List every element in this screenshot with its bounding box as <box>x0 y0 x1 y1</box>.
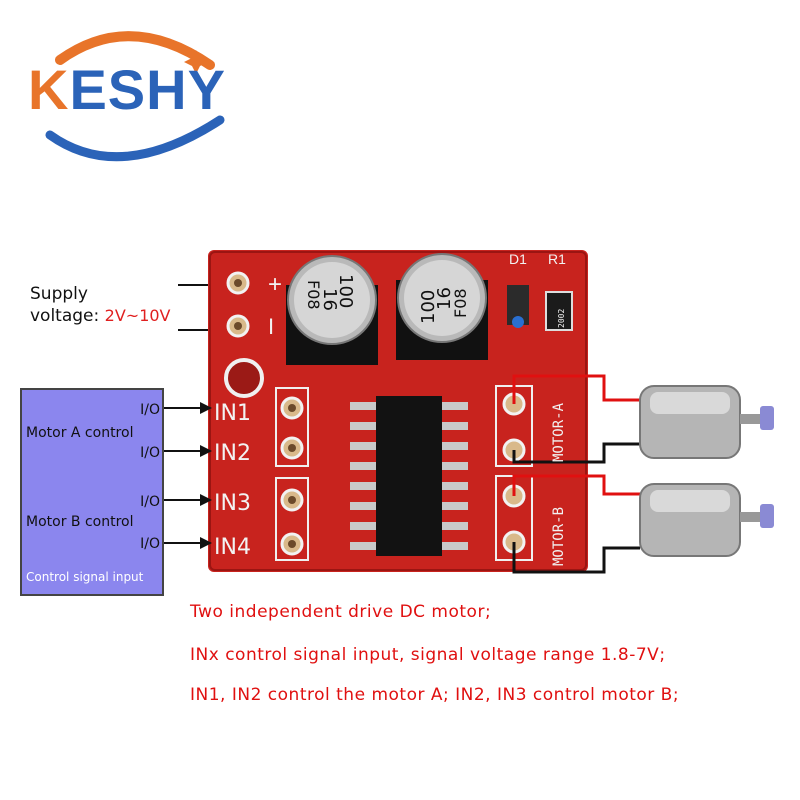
driver-chip <box>376 396 442 556</box>
svg-text:F08: F08 <box>304 280 323 310</box>
label-r1: R1 <box>548 251 566 267</box>
control-signal-box: I/O Motor A control I/O I/O Motor B cont… <box>20 388 164 596</box>
resistor-code: 2002 <box>557 309 566 328</box>
motor-b <box>639 483 774 557</box>
io-label-3: I/O <box>140 494 160 510</box>
capacitor-2 <box>396 253 488 360</box>
label-motor-b: MOTOR-B <box>551 507 567 566</box>
io-label-2: I/O <box>140 445 160 461</box>
svg-text:16: 16 <box>319 288 340 311</box>
logo-letters-rest: ESHY <box>69 58 226 121</box>
capacitor-1-marking: 100 16 F08 <box>304 274 356 311</box>
label-in2: IN2 <box>214 441 251 466</box>
supply-voltage-range: 2V~10V <box>104 306 171 325</box>
motor-wires <box>512 374 640 574</box>
supply-voltage-label: Supply voltage: 2V~10V <box>30 283 171 327</box>
io-label-4: I/O <box>140 536 160 552</box>
mounting-hole <box>224 358 264 398</box>
logo-swoosh <box>45 31 225 162</box>
supply-label-line1: Supply <box>30 284 88 304</box>
label-plus: + <box>268 271 282 298</box>
svg-text:100: 100 <box>418 290 439 324</box>
capacitor-2-marking: 100 16 F08 <box>418 287 470 324</box>
chip-legs <box>350 402 468 550</box>
motor-a <box>639 385 774 459</box>
resistor-r1 <box>545 291 573 331</box>
logo-letter-k: K <box>28 58 70 121</box>
motor-a-control-label: Motor A control <box>26 425 134 441</box>
note-line-1: Two independent drive DC motor; <box>190 602 492 622</box>
label-in4: IN4 <box>214 535 251 560</box>
label-motor-a: MOTOR-A <box>551 402 567 462</box>
supply-label-line2: voltage: <box>30 306 100 326</box>
io-label-1: I/O <box>140 402 160 418</box>
svg-text:16: 16 <box>434 287 455 310</box>
svg-text:F08: F08 <box>451 288 470 318</box>
diode-d1 <box>507 285 529 325</box>
motor-b-control-label: Motor B control <box>26 514 134 530</box>
note-line-2: INx control signal input, signal voltage… <box>190 645 666 665</box>
note-line-3: IN1, IN2 control the motor A; IN2, IN3 c… <box>190 685 680 705</box>
control-box-footer: Control signal input <box>26 570 144 584</box>
label-in1: IN1 <box>214 401 251 426</box>
label-in3: IN3 <box>214 491 251 516</box>
label-d1: D1 <box>509 251 527 267</box>
brand-logo: KESHY <box>28 62 226 118</box>
label-minus: I <box>268 314 274 339</box>
control-arrows <box>164 402 212 549</box>
capacitor-1 <box>286 255 378 365</box>
svg-text:100: 100 <box>335 274 356 308</box>
